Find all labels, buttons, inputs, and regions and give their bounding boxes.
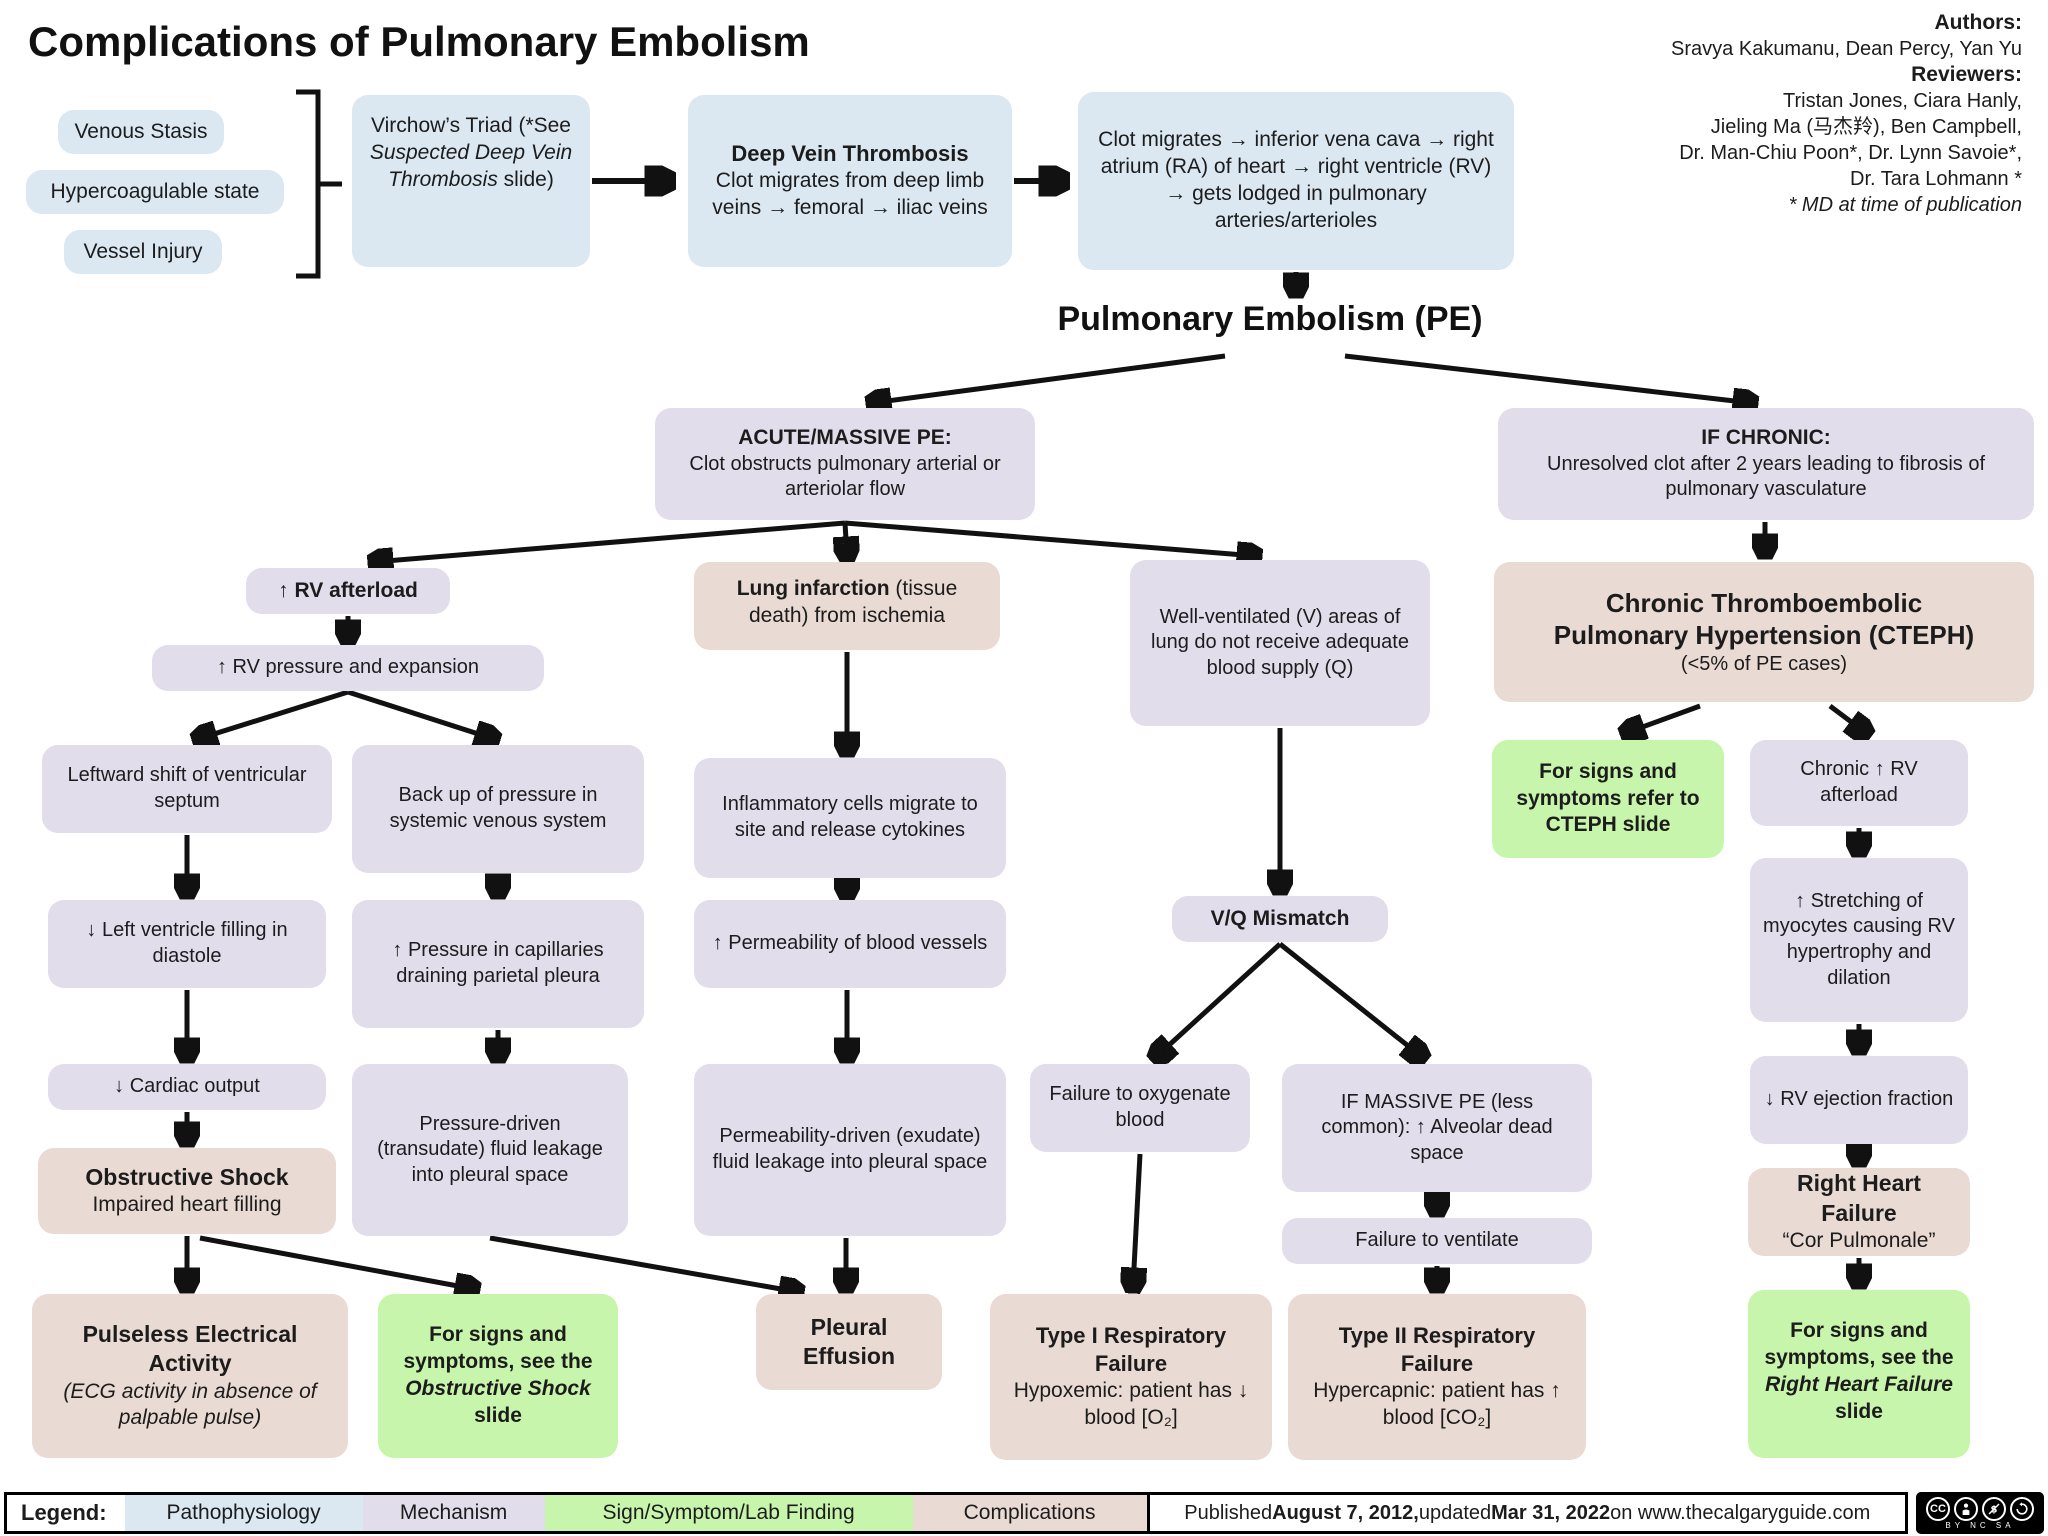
node-hypercoagulable-state: Hypercoagulable state [26, 170, 284, 214]
node-clot-migrates: Clot migrates → inferior vena cava → rig… [1078, 92, 1514, 270]
node-acute-massive-pe: ACUTE/MASSIVE PE: Clot obstructs pulmona… [655, 408, 1035, 520]
node-chronic-rv-afterload: Chronic ↑ RV afterload [1750, 740, 1968, 826]
node-right-heart-failure: Right Heart Failure “Cor Pulmonale” [1748, 1168, 1970, 1256]
node-rv-ejection-fraction: ↓ RV ejection fraction [1750, 1056, 1968, 1144]
md-note: * MD at time of publication [1788, 194, 2022, 216]
arrow-cteph-to-chronicrv [1828, 704, 1866, 733]
arrow-pressure-to-backup [347, 689, 494, 739]
node-venous-stasis: Venous Stasis [58, 110, 224, 154]
reviewers-line: Dr. Tara Lohmann * [1850, 168, 2022, 190]
node-cardiac-output: ↓ Cardiac output [48, 1064, 326, 1110]
node-backup-pressure: Back up of pressure in systemic venous s… [352, 745, 644, 873]
node-failure-ventilate: Failure to ventilate [1282, 1218, 1592, 1264]
legend-sign-symptom: Sign/Symptom/Lab Finding [544, 1495, 913, 1531]
legend-bar: Legend: Pathophysiology Mechanism Sign/S… [4, 1492, 1908, 1534]
node-if-massive-pe: IF MASSIVE PE (less common): ↑ Alveolar … [1282, 1064, 1592, 1192]
arrow-oxygenate-to-type1 [1133, 1153, 1140, 1287]
cc-terms: BY NC SA [1945, 1520, 2015, 1530]
arrow-acute-to-lung [845, 522, 847, 556]
svg-text:$: $ [1991, 1504, 1998, 1515]
arrow-shock-to-shockslide [199, 1235, 474, 1289]
node-rv-pressure-expansion: ↑ RV pressure and expansion [152, 645, 544, 691]
arrow-cteph-to-ctephslide [1626, 703, 1701, 733]
node-type1-respiratory-failure: Type I Respiratory Failure Hypoxemic: pa… [990, 1294, 1272, 1460]
arrow-acute-to-wellvent [844, 520, 1256, 556]
reviewers-line: Tristan Jones, Ciara Hanly, [1783, 90, 2022, 112]
node-lung-infarction: Lung infarction (tissue death) from isch… [694, 562, 1000, 650]
node-inflammatory-cells: Inflammatory cells migrate to site and r… [694, 758, 1006, 878]
arrow-pe-to-chronic [1344, 353, 1752, 403]
node-obstructive-shock-slide-ref: For signs and symptoms, see the Obstruct… [378, 1294, 618, 1458]
legend-label: Legend: [21, 1500, 107, 1525]
cc-icon: CC [1926, 1496, 1950, 1521]
arrow-vq-to-oxygenate [1156, 942, 1282, 1057]
node-pleural-effusion: Pleural Effusion [756, 1294, 942, 1390]
non-commercial-icon: $ [1982, 1496, 2006, 1521]
reviewers-label: Reviewers: [1911, 63, 2022, 86]
node-vessel-injury: Vessel Injury [64, 230, 222, 274]
node-myocyte-stretching: ↑ Stretching of myocytes causing RV hype… [1750, 858, 1968, 1022]
triad-bracket [296, 89, 342, 279]
credits-block: Authors: Sravya Kakumanu, Dean Percy, Ya… [1422, 10, 2022, 218]
attribution-icon [1954, 1496, 1978, 1521]
arrow-pe-to-acute [872, 353, 1226, 403]
node-vq-mismatch: V/Q Mismatch [1172, 896, 1388, 942]
authors-names: Sravya Kakumanu, Dean Percy, Yan Yu [1671, 38, 2022, 60]
cc-license-badge: CC $ BY NC SA [1916, 1492, 2044, 1534]
reviewers-line: Dr. Man-Chiu Poon*, Dr. Lynn Savoie*, [1679, 142, 2022, 164]
cc-icons-row: CC $ [1926, 1496, 2034, 1521]
node-if-chronic: IF CHRONIC: Unresolved clot after 2 year… [1498, 408, 2034, 520]
node-capillary-pressure: ↑ Pressure in capillaries draining parie… [352, 900, 644, 1028]
node-rhf-slide-ref: For signs and symptoms, see the Right He… [1748, 1290, 1970, 1458]
node-lv-filling: ↓ Left ventricle filling in diastole [48, 900, 326, 988]
share-alike-icon [2010, 1496, 2034, 1521]
node-pulseless-electrical-activity: Pulseless Electrical Activity (ECG activ… [32, 1294, 348, 1458]
node-failure-oxygenate: Failure to oxygenate blood [1030, 1064, 1250, 1152]
node-cteph: Chronic Thromboembolic Pulmonary Hyperte… [1494, 562, 2034, 702]
page-title: Complications of Pulmonary Embolism [28, 18, 810, 65]
legend-complications: Complications [912, 1495, 1147, 1531]
reviewers-line: Jieling Ma (马杰羚), Ben Campbell, [1710, 116, 2022, 138]
node-rv-afterload: ↑ RV afterload [246, 568, 450, 614]
node-cteph-slide-ref: For signs and symptoms refer to CTEPH sl… [1492, 740, 1724, 858]
arrow-acute-to-rv-afterload [374, 520, 846, 562]
legend-mechanism: Mechanism [362, 1495, 545, 1531]
node-well-ventilated: Well-ventilated (V) areas of lung do not… [1130, 560, 1430, 726]
node-deep-vein-thrombosis: Deep Vein Thrombosis Clot migrates from … [688, 95, 1012, 267]
authors-label: Authors: [1934, 11, 2023, 34]
arrow-pressure-to-leftward [198, 689, 349, 739]
node-pressure-driven: Pressure-driven (transudate) fluid leaka… [352, 1064, 628, 1236]
node-permeability-driven: Permeability-driven (exudate) fluid leak… [694, 1064, 1006, 1236]
arrow-vq-to-massive [1278, 942, 1422, 1057]
node-type2-respiratory-failure: Type II Respiratory Failure Hypercapnic:… [1288, 1294, 1586, 1460]
node-obstructive-shock: Obstructive Shock Impaired heart filling [38, 1148, 336, 1234]
pe-heading: Pulmonary Embolism (PE) [1057, 300, 1483, 338]
arrow-pressuredriven-to-pleural [489, 1235, 798, 1292]
node-virchows-triad: Virchow’s Triad (*See Suspected Deep Vei… [352, 95, 590, 267]
legend-pathophysiology: Pathophysiology [124, 1495, 363, 1531]
node-permeability: ↑ Permeability of blood vessels [694, 900, 1006, 988]
publication-note: Published August 7, 2012, updated Mar 31… [1146, 1495, 1905, 1531]
node-leftward-shift: Leftward shift of ventricular septum [42, 745, 332, 833]
